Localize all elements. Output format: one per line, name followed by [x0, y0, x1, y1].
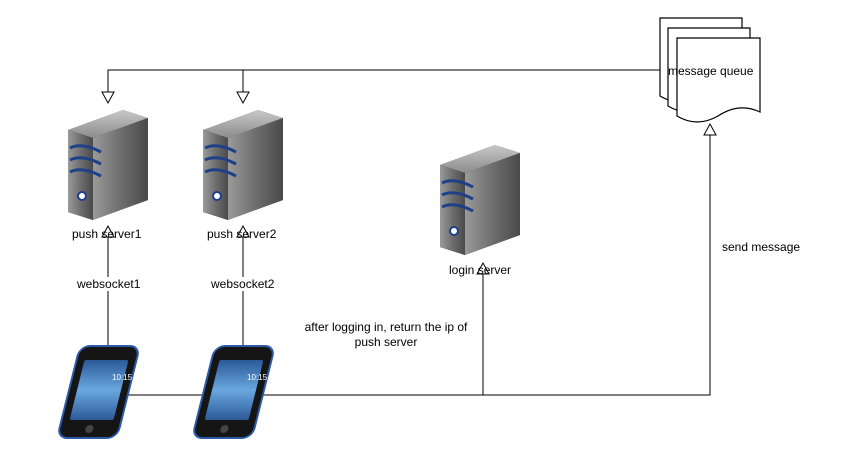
login-server-label: login server: [449, 263, 512, 277]
phone2-icon: [191, 345, 276, 439]
phone1-screen-time: 10:15: [112, 373, 133, 382]
login-return-label: after logging in, return the ip of push …: [304, 320, 468, 349]
arrowhead-websocket2: [236, 224, 250, 238]
push-server1-icon: [66, 108, 150, 222]
phone2-screen-time: 10:15: [247, 373, 268, 382]
push-server1-label: push server1: [72, 227, 142, 241]
websocket1-label: websocket1: [75, 277, 143, 291]
websocket2-label: websocket2: [209, 277, 277, 291]
arrowheads: [101, 91, 717, 275]
login-server-icon: [438, 143, 522, 257]
arrowhead-login-server: [476, 261, 490, 275]
arrowhead-websocket1: [101, 224, 115, 238]
phone2-to-message-queue-connector: [250, 130, 711, 396]
push-server2-icon: [201, 108, 285, 222]
message-queue-label: message queue: [668, 64, 754, 78]
phone1-icon: [56, 345, 141, 439]
send-message-label: send message: [720, 240, 803, 254]
queue-to-push-servers-connector: [107, 69, 672, 98]
arrowhead-push-server2: [236, 91, 250, 105]
message-queue-icon: [659, 17, 761, 123]
arrowhead-push-server1: [101, 91, 115, 105]
push-server2-label: push server2: [207, 227, 277, 241]
arrowhead-message-queue: [703, 122, 717, 136]
